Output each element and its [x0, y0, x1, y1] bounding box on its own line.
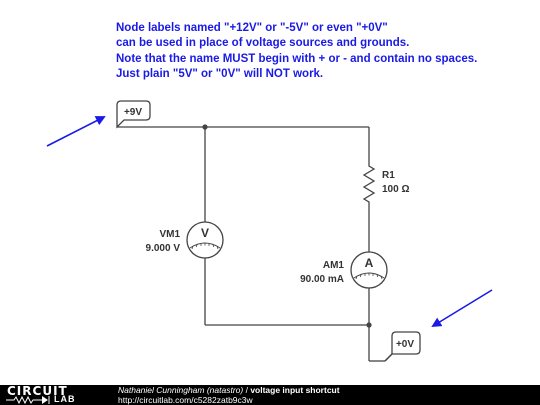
instruction-note: Node labels named "+12V" or "-5V" or eve… — [116, 21, 526, 83]
junction-top — [202, 124, 208, 130]
arrow-icon-bottom — [431, 289, 493, 328]
logo-brand-bottom: LAB — [54, 394, 76, 404]
logo-resistor-icon — [6, 395, 50, 404]
note-line: Just plain "5V" or "0V" will NOT work. — [116, 68, 324, 81]
voltmeter-circle — [186, 221, 224, 259]
node-label-top[interactable]: +9V — [116, 100, 151, 129]
schematic-canvas: +9V +0V R1 100 Ω V VM1 9.000 V — [46, 21, 526, 362]
ammeter-circle — [350, 251, 388, 289]
vm1-value: 9.000 V — [146, 243, 181, 254]
ammeter-symbol: A — [365, 256, 374, 270]
circuitlab-logo[interactable]: CIRCUIT LAB — [4, 384, 96, 405]
logo-brand-top: CIRCUIT — [7, 384, 68, 398]
note-line: Node labels named "+12V" or "-5V" or eve… — [116, 22, 388, 34]
am1-value: 90.00 mA — [300, 274, 344, 285]
voltmeter-symbol: V — [201, 226, 209, 240]
wires — [117, 126, 385, 362]
schematic-drawing: +9V +0V R1 100 Ω V VM1 9.000 V — [46, 100, 493, 362]
node-label-bottom[interactable]: +0V — [384, 331, 421, 362]
note-line: Note that the name MUST begin with + or … — [116, 52, 478, 65]
am1-name: AM1 — [323, 260, 345, 271]
author-link[interactable]: Nathaniel Cunningham (natastro) — [118, 385, 244, 395]
node-label-top-text: +9V — [124, 107, 142, 118]
circuit-url[interactable]: http://circuitlab.com/c5282zatb9c3w — [118, 395, 253, 405]
meta-separator: / — [243, 385, 251, 395]
r1-value: 100 Ω — [382, 184, 409, 195]
junction-bottom — [366, 322, 372, 328]
arrow-icon-top — [46, 116, 106, 147]
resistor-r1[interactable]: R1 100 Ω — [362, 162, 409, 204]
voltmeter-vm1[interactable]: V VM1 9.000 V — [146, 221, 224, 259]
ammeter-am1[interactable]: A AM1 90.00 mA — [300, 251, 388, 289]
note-line: can be used in place of voltage sources … — [116, 37, 410, 50]
vm1-name: VM1 — [159, 229, 180, 240]
r1-name: R1 — [382, 170, 395, 181]
node-label-bottom-text: +0V — [396, 339, 414, 350]
footer-bar: CIRCUIT LAB Nathaniel Cunningham (natast… — [0, 384, 540, 405]
circuit-title[interactable]: voltage input shortcut — [250, 385, 340, 395]
circuit-meta: Nathaniel Cunningham (natastro) / voltag… — [118, 385, 340, 405]
